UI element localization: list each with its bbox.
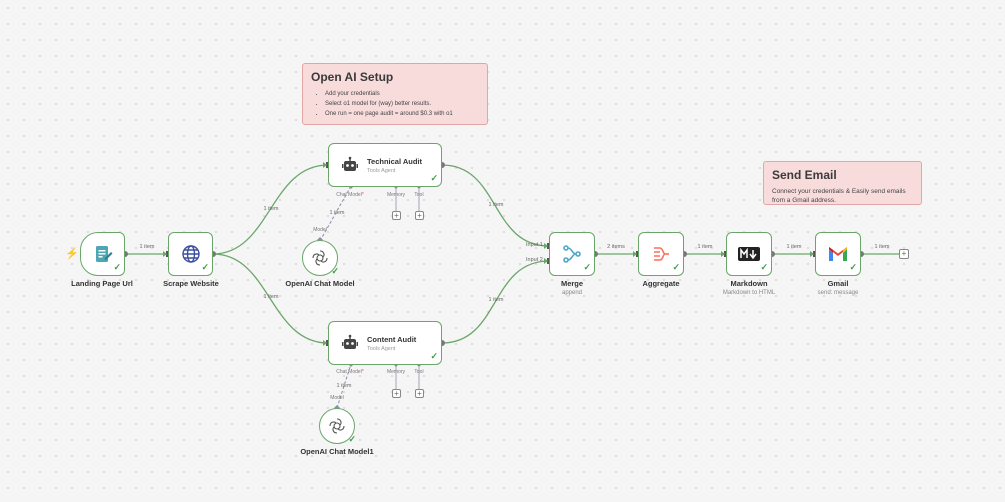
node-label: Scrape Website	[163, 279, 219, 288]
node-subtitle: append	[561, 290, 583, 296]
agent-title: Content Audit	[367, 334, 417, 344]
node-gmail[interactable]: ✓	[815, 232, 861, 276]
connector-chat-model: Chat Model*	[336, 369, 364, 375]
agent-subtitle: Tools Agent	[367, 345, 396, 352]
sticky-title: Send Email	[772, 168, 837, 182]
node-scrape-website[interactable]: ✓	[168, 232, 213, 276]
connector-chat-model: Chat Model*	[336, 192, 364, 198]
agent-subtitle: Tools Agent	[367, 167, 396, 174]
success-check-icon: ✓	[430, 173, 438, 183]
aggregate-icon	[651, 244, 671, 264]
edge-label: 1 item	[263, 294, 279, 300]
connector-tool: Tool	[414, 369, 424, 375]
merge-icon	[562, 244, 582, 264]
success-check-icon: ✓	[113, 262, 121, 272]
node-technical-audit[interactable]: Technical Audit Tools Agent ✓	[328, 143, 442, 187]
edge-label: 1 item	[786, 244, 802, 250]
connector-tool: Tool	[414, 192, 424, 198]
robot-icon	[341, 156, 359, 174]
success-check-icon: ✓	[348, 434, 356, 444]
add-tool-button[interactable]: +	[415, 389, 424, 398]
edge-label: 1 item	[329, 210, 345, 216]
success-check-icon: ✓	[760, 262, 768, 272]
connector-memory: Memory	[386, 369, 406, 375]
node-label: Merge	[560, 279, 584, 288]
merge-input-2-label: Input 2	[526, 257, 543, 263]
node-label: Aggregate	[642, 279, 680, 288]
sticky-list-item: Add your credentials	[325, 89, 479, 99]
node-subtitle: send: message	[817, 290, 859, 296]
node-label: Markdown	[730, 279, 768, 288]
node-label: Gmail	[827, 279, 849, 288]
edge-label: 1 item	[336, 383, 352, 389]
sticky-note-send-email[interactable]: Send Email Connect your credentials & Ea…	[763, 161, 922, 205]
merge-input-1-label: Input 1	[526, 242, 543, 248]
edge-label: 2 items	[607, 244, 625, 250]
node-label: Landing Page Url	[71, 279, 133, 288]
success-check-icon: ✓	[849, 262, 857, 272]
success-check-icon: ✓	[583, 262, 591, 272]
sticky-note-openai-setup[interactable]: Open AI Setup Add your credentials Selec…	[302, 63, 488, 125]
agent-text: Technical Audit Tools Agent	[367, 157, 422, 174]
success-check-icon: ✓	[201, 262, 209, 272]
add-node-button[interactable]: +	[899, 249, 909, 259]
openai-icon	[328, 417, 346, 435]
edge-label: 1 item	[874, 244, 890, 250]
node-merge[interactable]: ✓	[549, 232, 595, 276]
edge-label: 1 item	[263, 206, 279, 212]
node-openai-chat-model[interactable]: ✓	[302, 240, 339, 276]
node-subtitle: Markdown to HTML	[722, 290, 776, 296]
add-tool-button[interactable]: +	[415, 211, 424, 220]
success-check-icon: ✓	[331, 266, 339, 276]
globe-icon	[181, 244, 201, 264]
node-openai-chat-model1[interactable]: ✓	[319, 408, 356, 444]
trigger-bolt-icon: ⚡	[65, 248, 79, 260]
sticky-list-item: Select o1 model for (way) better results…	[325, 99, 479, 109]
node-label: OpenAI Chat Model	[285, 279, 355, 288]
edge-label: 1 item	[697, 244, 713, 250]
robot-icon	[341, 334, 359, 352]
node-content-audit[interactable]: Content Audit Tools Agent ✓	[328, 321, 442, 365]
add-memory-button[interactable]: +	[392, 389, 401, 398]
node-markdown[interactable]: ✓	[726, 232, 772, 276]
openai-icon	[311, 249, 329, 267]
agent-text: Content Audit Tools Agent	[367, 335, 416, 352]
edge-label: 1 item	[488, 297, 504, 303]
success-check-icon: ✓	[430, 351, 438, 361]
sticky-body: Connect your credentials & Easily send e…	[772, 188, 906, 204]
sticky-title: Open AI Setup	[311, 70, 394, 84]
node-landing-page-url[interactable]: ✓	[80, 232, 125, 276]
sticky-list-item: One run = one page audit = around $0.3 w…	[325, 109, 479, 119]
add-memory-button[interactable]: +	[392, 211, 401, 220]
agent-title: Technical Audit	[367, 156, 423, 166]
node-aggregate[interactable]: ✓	[638, 232, 684, 276]
gmail-icon	[828, 246, 848, 262]
edge-label: 1 item	[488, 202, 504, 208]
node-label: OpenAI Chat Model1	[300, 447, 374, 456]
success-check-icon: ✓	[672, 262, 680, 272]
sticky-list: Add your credentials Select o1 model for…	[311, 89, 479, 119]
form-icon	[93, 244, 113, 264]
connector-model: Model	[330, 395, 344, 401]
markdown-icon	[738, 247, 760, 261]
connector-memory: Memory	[386, 192, 406, 198]
connector-model: Model	[313, 227, 327, 233]
edge-label: 1 item	[139, 244, 155, 250]
